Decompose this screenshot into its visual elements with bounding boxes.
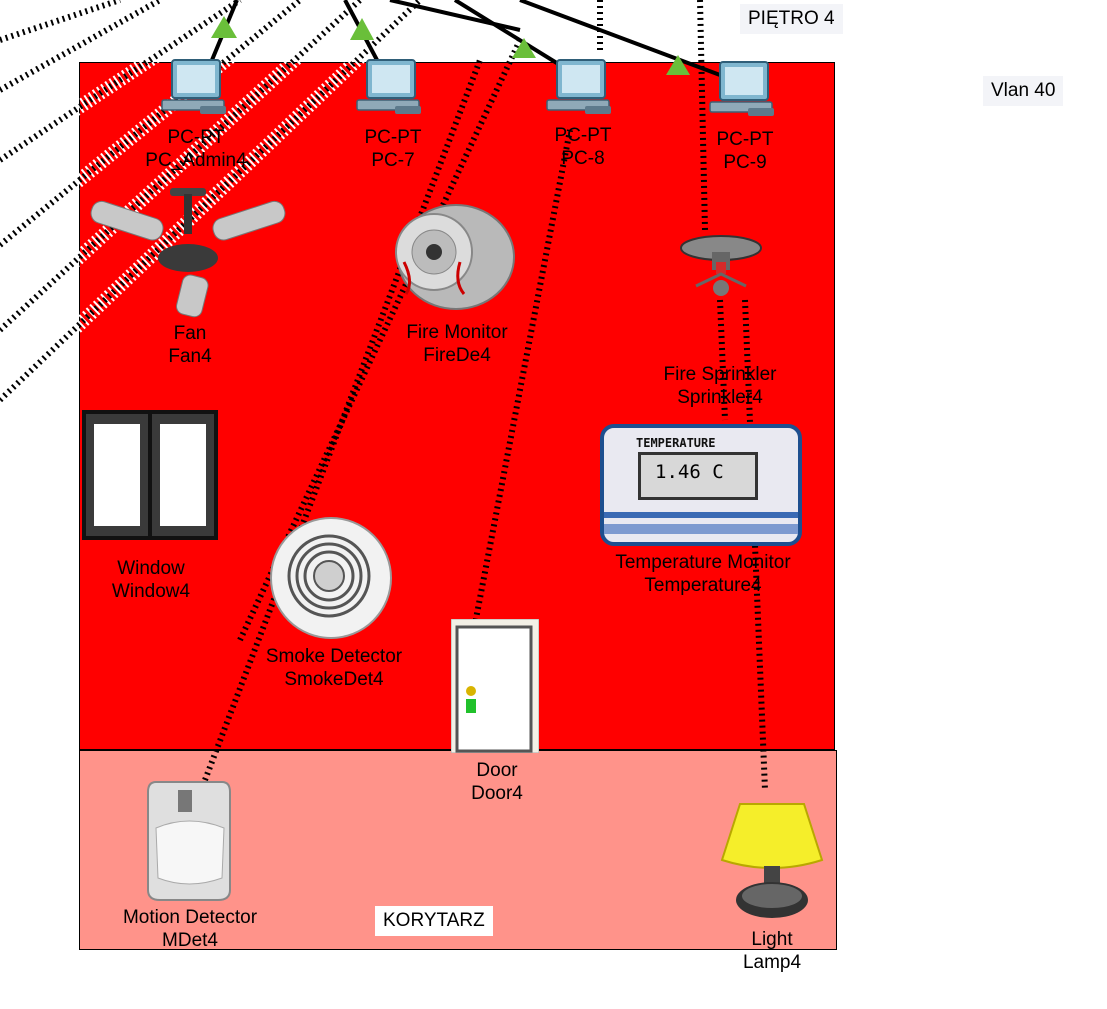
- device-name: PC-8: [561, 148, 605, 169]
- smoke-detector-label: Smoke Detector SmokeDet4: [266, 645, 402, 691]
- device-name: Fan4: [168, 346, 212, 367]
- device-name: PC_Admin4: [145, 150, 247, 171]
- device-name: SmokeDet4: [284, 669, 384, 690]
- pc-icon[interactable]: [708, 60, 778, 120]
- sprinkler-label: Fire Sprinkler Sprinkler4: [664, 363, 777, 409]
- device-name: FireDe4: [423, 345, 491, 366]
- lamp-label: Light Lamp4: [743, 928, 801, 974]
- device-type: Motion Detector: [122, 907, 258, 928]
- temperature-label: Temperature Monitor Temperature4: [615, 551, 790, 597]
- device-type: Light: [751, 929, 793, 950]
- pc-icon[interactable]: [355, 58, 425, 118]
- temperature-monitor[interactable]: TEMPERATURE 1.46 C: [600, 424, 802, 546]
- fire-monitor-icon[interactable]: [394, 202, 516, 312]
- temperature-stripe: [604, 524, 798, 534]
- device-type: Temperature Monitor: [615, 552, 791, 573]
- motion-detector-icon[interactable]: [144, 778, 234, 902]
- fire-monitor-label: Fire Monitor FireDe4: [406, 321, 507, 367]
- pc-icon[interactable]: [545, 58, 615, 118]
- pc8-label: PC-PT PC-8: [555, 124, 612, 170]
- device-type: Door: [476, 760, 518, 781]
- device-name: PC-7: [371, 150, 415, 171]
- device-type: Smoke Detector: [265, 646, 403, 667]
- pc7-label: PC-PT PC-7: [365, 126, 422, 172]
- device-name: Door4: [471, 783, 523, 804]
- ceiling-fan-icon[interactable]: [88, 188, 288, 318]
- window-icon[interactable]: [82, 410, 218, 540]
- temperature-reading: 1.46 C: [638, 452, 758, 500]
- fan-label: Fan Fan4: [168, 322, 211, 368]
- device-name: Sprinkler4: [677, 387, 763, 408]
- pc9-label: PC-PT PC-9: [717, 128, 774, 174]
- floor-label: PIĘTRO 4: [740, 4, 843, 34]
- device-type: PC-PT: [167, 127, 225, 148]
- lamp-icon[interactable]: [720, 800, 824, 926]
- corridor-label: KORYTARZ: [375, 906, 493, 936]
- device-name: MDet4: [162, 930, 218, 951]
- door-icon[interactable]: [451, 619, 539, 753]
- window-label: Window Window4: [112, 557, 190, 603]
- device-type: Fire Sprinkler: [663, 364, 777, 385]
- device-type: PC-PT: [364, 127, 422, 148]
- sprinkler-icon[interactable]: [676, 234, 766, 304]
- device-name: PC-9: [723, 152, 767, 173]
- vlan-label: Vlan 40: [983, 76, 1064, 106]
- device-type: Window: [117, 558, 185, 579]
- door-label: Door Door4: [471, 759, 523, 805]
- pc-icon[interactable]: [160, 58, 230, 118]
- device-name: Window4: [111, 581, 191, 602]
- motion-detector-label: Motion Detector MDet4: [123, 906, 257, 952]
- device-name: Temperature4: [644, 575, 762, 596]
- device-type: PC-PT: [554, 125, 612, 146]
- device-type: Fire Monitor: [406, 322, 508, 343]
- device-type: PC-PT: [716, 129, 774, 150]
- temperature-stripe: [604, 512, 798, 518]
- temperature-display-title: TEMPERATURE: [636, 436, 716, 450]
- pc-admin-label: PC-PT PC_Admin4: [145, 126, 246, 172]
- smoke-detector-icon[interactable]: [269, 516, 393, 640]
- device-type: Fan: [173, 323, 207, 344]
- device-name: Lamp4: [742, 952, 802, 973]
